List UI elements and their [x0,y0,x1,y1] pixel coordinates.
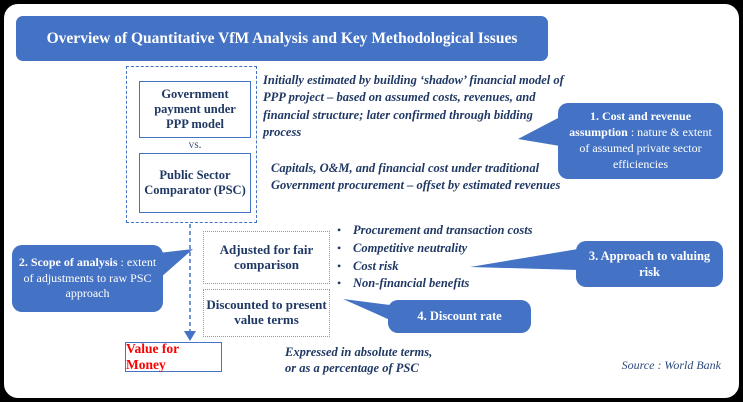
adjustment-item-label: Non-financial benefits [353,276,470,291]
list-item: • Non-financial benefits [337,276,577,291]
ppp-payment-box: Government payment under PPP model [139,81,251,138]
adjustment-item-label: Procurement and transaction costs [353,223,533,237]
list-item: • Competitive neutrality [337,240,577,256]
vs-label: vs. [188,139,202,151]
callout-2-rest: : extent of adjustments to raw PSC appro… [23,254,157,301]
callout-cost-revenue-assumption: 1. Cost and revenue assumption : nature … [558,103,723,179]
bullet-icon: • [337,258,342,273]
adjustment-item-label: Cost risk [353,258,399,273]
callout-1-bold: 1. Cost and revenue assumption [569,109,692,140]
bullet-icon: • [337,276,342,291]
page-title: Overview of Quantitative VfM Analysis an… [16,16,548,61]
value-for-money-box: Value for Money [125,341,222,372]
psc-description: Capitals, O&M, and financial cost under … [271,161,561,193]
list-item: • Procurement and transaction costs [337,223,577,238]
callout-discount-rate: 4. Discount rate [388,300,531,333]
discounted-present-value-box: Discounted to present value terms [203,289,330,337]
callout-approach-valuing-risk: 3. Approach to valuing risk [576,241,723,287]
result-note: Expressed in absolute terms, or as a per… [285,345,433,376]
psc-box: Public Sector Comparator (PSC) [139,153,251,213]
comparison-container [126,66,257,223]
source-attribution: Source : World Bank [621,358,721,372]
bullet-icon: • [337,223,342,237]
callout-1-rest: : nature & extent of assumed private sec… [579,125,712,171]
callout-scope-text: 2. Scope of analysis : extent of adjustm… [18,255,157,302]
bullet-icon: • [337,240,342,255]
adjusted-for-fair-comparison-box: Adjusted for fair comparison [203,231,330,284]
adjustments-list: • Procurement and transaction costs • Co… [337,223,577,295]
ppp-description: Initially estimated by building ‘shadow’… [263,73,564,139]
callout-2-bold: 2. Scope of analysis [18,254,118,269]
adjustment-item-label: Competitive neutrality [353,240,468,255]
list-item: • Cost risk [337,258,577,274]
callout-cost-revenue-text: 1. Cost and revenue assumption : nature … [564,109,717,172]
callout-scope-of-analysis: 2. Scope of analysis : extent of adjustm… [12,245,163,312]
